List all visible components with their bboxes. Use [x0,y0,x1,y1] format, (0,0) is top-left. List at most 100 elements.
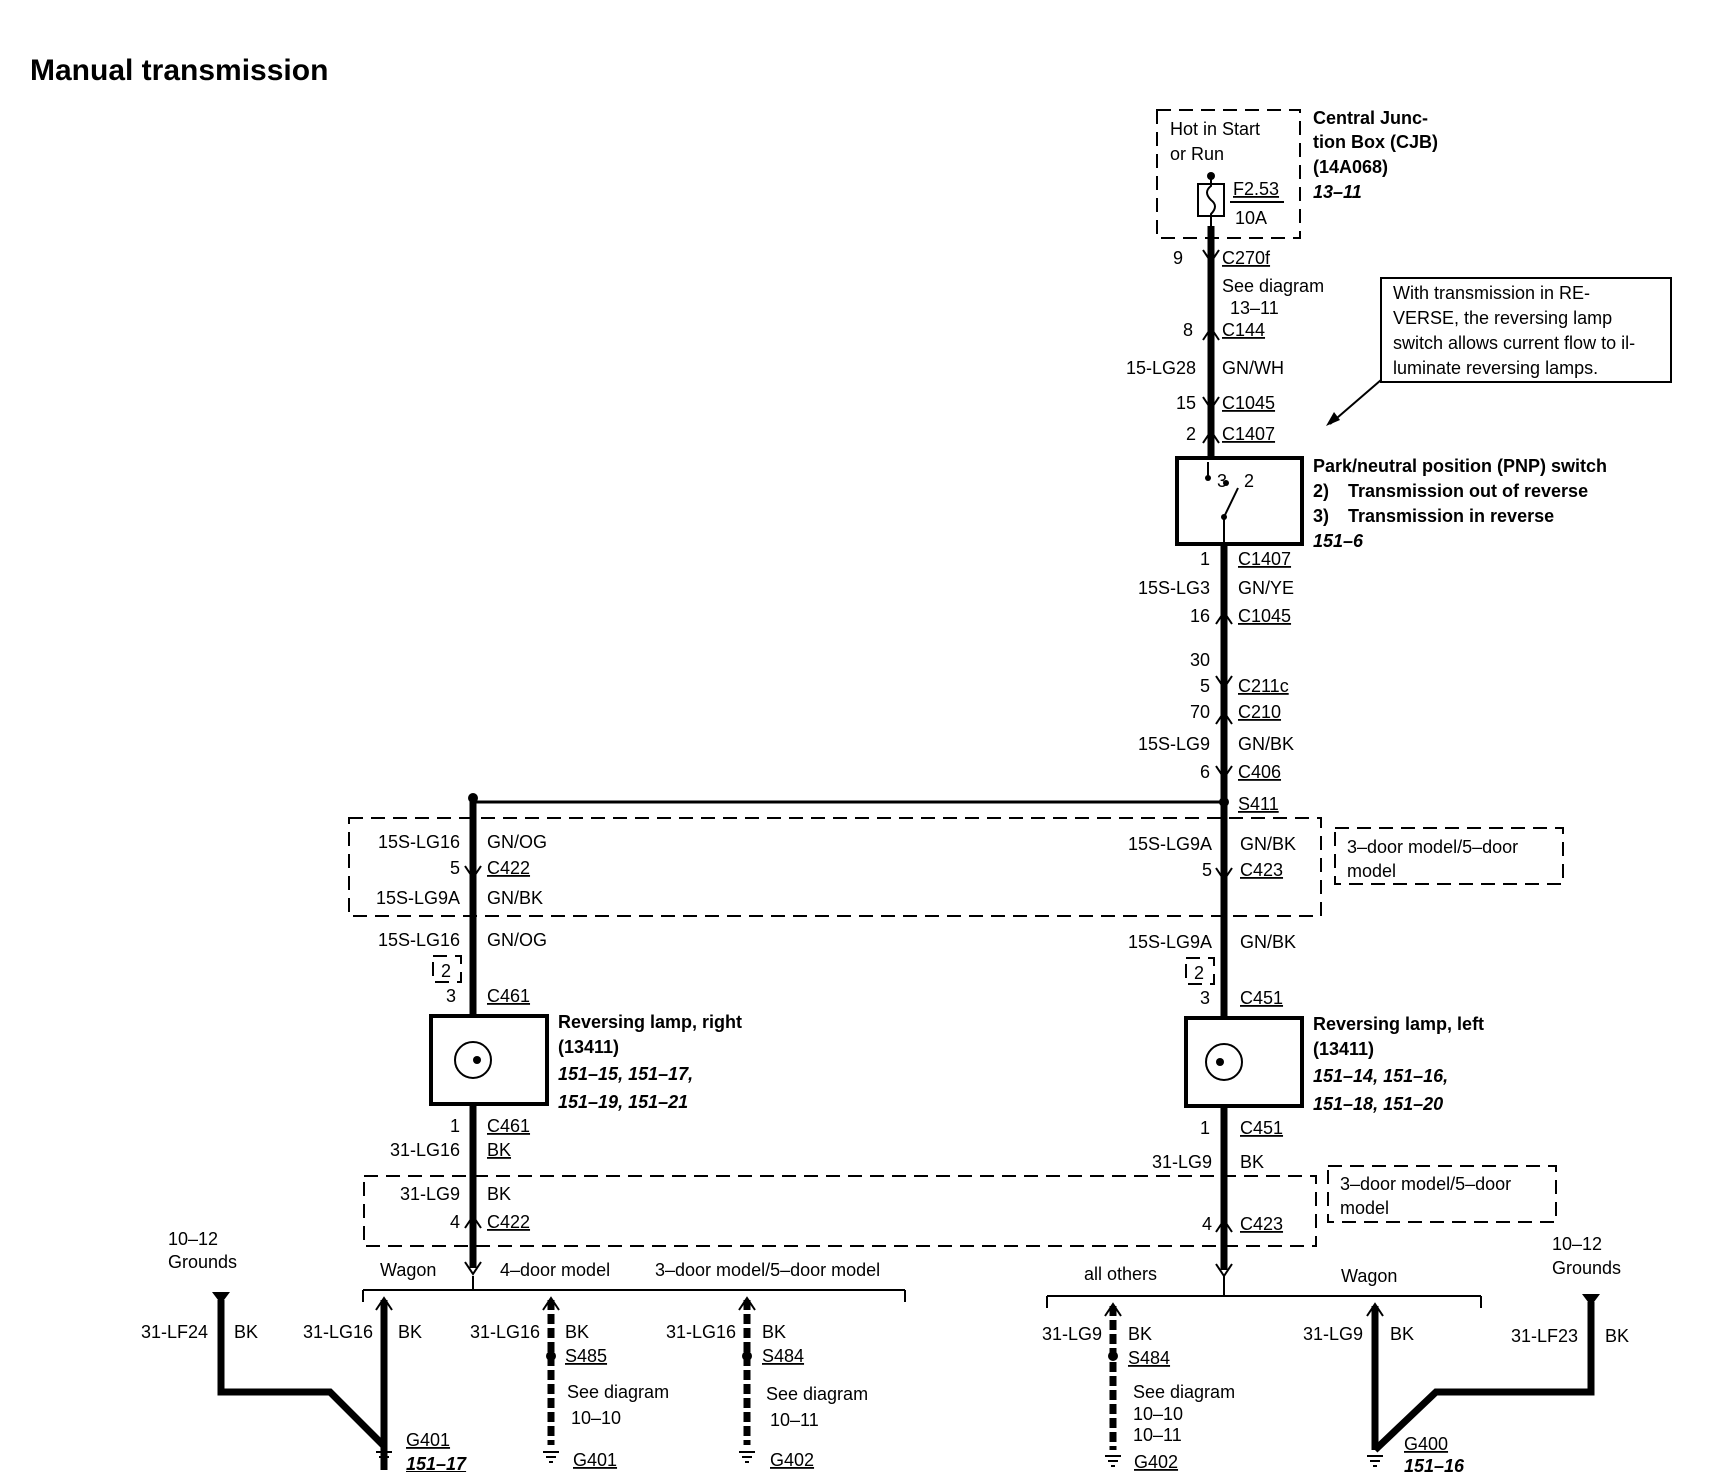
grounds-left-line1: 10–12 [168,1229,218,1249]
pnp-line3: Transmission in reverse [1348,506,1554,526]
pnp-line2: Transmission out of reverse [1348,481,1588,501]
lf24-color: BK [234,1322,258,1342]
right-opt-all-others: all others [1084,1264,1157,1284]
left-color-c: GN/OG [487,930,547,950]
left-option-box [432,955,462,983]
note-line3: switch allows current flow to il- [1393,333,1635,353]
left-color-d: BK [487,1140,511,1160]
right-color-b: GN/BK [1240,932,1296,952]
pnp-switch: 3 2 Park/neutral position (PNP) switch 2… [1175,456,1607,551]
cjb-label-line2: tion Box (CJB) [1313,132,1438,152]
right-circuit-c: 31-LG9 [1152,1152,1212,1172]
mid-connector-c1407: C1407 [1238,549,1291,569]
lg16-3door-color: BK [762,1322,786,1342]
left-circuit-e: 31-LG9 [400,1184,460,1204]
connector-c210: C210 [1238,702,1281,722]
right-circuit-a: 15S-LG9A [1128,834,1212,854]
left-color-a: GN/OG [487,832,547,852]
right-box-2: 2 [1194,963,1204,983]
lamp-right-refs1: 151–15, 151–17, [558,1064,693,1084]
left-circuit-a: 15S-LG16 [378,832,460,852]
connector-c211c: C211c [1238,676,1289,696]
model-note-line1: 3–door model/5–door [1347,837,1518,857]
s484r-see-line3: 10–11 [1133,1425,1182,1445]
fuse-amp: 10A [1235,208,1267,228]
pnp-ref: 151–6 [1313,531,1364,551]
c406-pin: 6 [1200,762,1210,782]
g400-label: G400 [1404,1434,1448,1454]
lamp-icon-left [1205,1043,1243,1081]
lg16-4door-circuit: 31-LG16 [470,1322,540,1342]
note-line4: luminate reversing lamps. [1393,358,1598,378]
g402b-label: G402 [1134,1452,1178,1472]
circuit-15s-lg3: 15S-LG3 [1138,578,1210,598]
left-circuit-d: 31-LG16 [390,1140,460,1160]
connector-c461b: C461 [487,1116,530,1136]
left-opt-wagon: Wagon [380,1260,436,1280]
see-diagram-line2: 13–11 [1230,298,1279,318]
connector-c423: C423 [1240,860,1283,880]
lamp-icon-right [454,1041,492,1079]
circuit-15s-lg9: 15S-LG9 [1138,734,1210,754]
connector-c423b: C423 [1240,1214,1283,1234]
wire-31-lf23 [1372,1302,1595,1453]
connector-c451: C451 [1240,988,1283,1008]
ground-icon-g401a [376,1451,392,1463]
central-junction-box: Hot in Start or Run F2.53 10A Central Ju… [1156,108,1438,239]
lg16-4door-color: BK [565,1322,589,1342]
ground-arrow-left [212,1292,230,1304]
g400-ref: 151–16 [1404,1456,1465,1472]
note-line1: With transmission in RE- [1393,283,1590,303]
c422-pin: 5 [450,858,460,878]
ground-icon-g402b [1105,1455,1121,1467]
color-gn-bk: GN/BK [1238,734,1294,754]
s484-see-line1: See diagram [766,1384,868,1404]
s484-see-line2: 10–11 [770,1410,819,1430]
lg9-wagon-color: BK [1390,1324,1414,1344]
s484r-see-line1: See diagram [1133,1382,1235,1402]
c461-pin: 3 [446,986,456,1006]
lg16-wagon-circuit: 31-LG16 [303,1322,373,1342]
left-circuit-c: 15S-LG16 [378,930,460,950]
left-circuit-b: 15S-LG9A [376,888,460,908]
model-note-line2: model [1347,861,1396,881]
c451b-pin: 1 [1200,1118,1210,1138]
lamp-left-part: (13411) [1313,1039,1374,1059]
splice-s485: S485 [565,1346,607,1366]
fuse-id: F2.53 [1233,179,1279,199]
color-gn-wh: GN/WH [1222,358,1284,378]
splice-s484-right: S484 [1128,1348,1170,1368]
c210-pin: 70 [1190,702,1210,722]
model-note-right-bottom: 3–door model/5–door model [1327,1165,1557,1223]
connector-c1045: C1045 [1222,393,1275,413]
g401b-label: G401 [573,1450,617,1470]
lf23-color: BK [1605,1326,1629,1346]
grounds-right-line1: 10–12 [1552,1234,1602,1254]
pnp-line3-num: 3) [1313,506,1329,526]
model-note2-line1: 3–door model/5–door [1340,1174,1511,1194]
color-gn-ye: GN/YE [1238,578,1294,598]
cjb-hot-line1: Hot in Start [1170,119,1260,139]
lg9-others-circuit: 31-LG9 [1042,1324,1102,1344]
cjb-label-line1: Central Junc- [1313,108,1428,128]
c451-pin: 3 [1200,988,1210,1008]
c270f-pin: 9 [1173,248,1183,268]
lf24-circuit: 31-LF24 [141,1322,208,1342]
model-note2-line2: model [1340,1198,1389,1218]
g402a-label: G402 [770,1450,814,1470]
lamp-left-label: Reversing lamp, left [1313,1014,1484,1034]
ground-icon-g401b [543,1451,559,1463]
model-option-box-top [348,817,1322,917]
connector-c461: C461 [487,986,530,1006]
cjb-label-line3: (14A068) [1313,157,1388,177]
c1045-pin: 15 [1176,393,1196,413]
g401-label: G401 [406,1430,450,1450]
page-title: Manual transmission [30,54,328,87]
c1407-pin: 2 [1186,424,1196,444]
pnp-pin-3: 3 [1217,471,1227,491]
lg9-others-color: BK [1128,1324,1152,1344]
grounds-right-line2: Grounds [1552,1258,1621,1278]
lg16-wagon-color: BK [398,1322,422,1342]
connector-marks-top [1202,249,1220,444]
